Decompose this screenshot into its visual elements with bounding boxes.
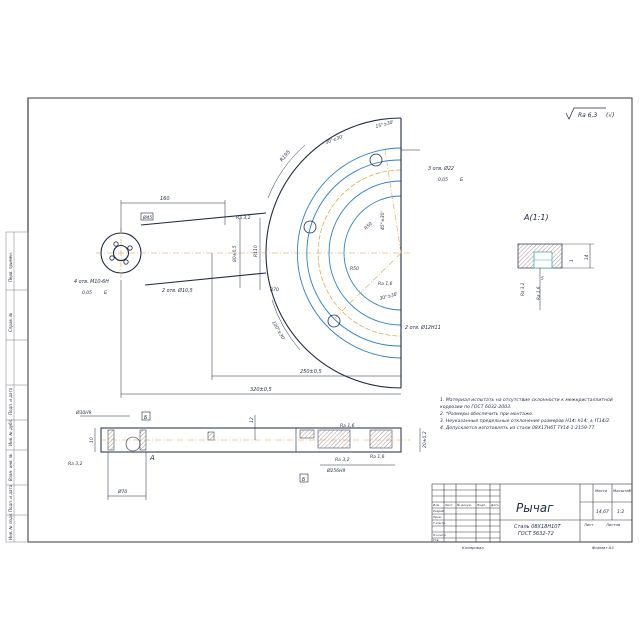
dim-ang30b: 30°±30' [379,291,399,302]
dim-20: 20±0,2 [422,431,428,448]
material-line-2: ГОСТ 5632-72 [518,531,554,537]
main-view [96,117,420,398]
sheet-label: Лист [583,522,594,527]
row-label: № докум. [456,503,472,507]
format-label: Формат А3 [592,545,614,550]
dim-ra16-c: Ra 1,6 [370,454,385,460]
sheets-label: Листов [605,522,621,527]
dim-320: 320±0,5 [250,387,272,393]
material-line-1: Сталь 08Х18Н10Т [514,524,561,530]
row-label: Изм. [433,503,440,507]
title-block-texts: Рычаг Сталь 08Х18Н10Т ГОСТ 5632-72 Масса… [433,488,632,550]
hole-bottom [327,314,341,328]
holes-4-datum: Б [104,290,107,296]
hole-top [369,153,383,167]
holes-3-tol: 0,05 [438,177,448,183]
dim-r58: R50 [363,221,374,232]
bottom-section [80,411,421,500]
dim-section-a: А [149,454,155,462]
dim-lines [120,144,420,398]
dim-ra32-b: Ra 3,2 [68,461,83,467]
dim-ang15: 15°±30' [375,119,395,130]
dim-r70: R70 [270,287,279,293]
dim-250: 250±0,5 [300,369,322,375]
view-a-label: А(1:1) [523,213,549,222]
dim-datum-b2: Б [302,477,306,483]
mass-label: Масса [595,488,608,493]
row-label: Лист [444,503,453,507]
general-roughness: Ra 6,3 (√) [565,107,615,120]
dim-ra32-c: Ra 3,2 [335,457,350,463]
row-label: Утв. [433,538,439,542]
holes-4: 4 отв. М10-6Н [74,279,109,285]
note-4: 4. Допускается изготовлять из стали 08Х1… [440,426,596,431]
view-a-ra32: Ra 3,2 [520,282,525,296]
dim-10: 10 [89,437,95,443]
part-name: Рычаг [516,501,554,515]
note-1: 1. Материал испытать на отсутствие склон… [440,398,613,410]
dim-r195: R195 [279,149,292,163]
datum-b-box [141,411,151,421]
view-a-5: 5 [541,276,544,281]
row-label: Н.контр. [433,533,446,537]
datum-box [140,212,154,221]
side-label: Перв. примен. [8,252,13,282]
notes: 1. Материал испытать на отсутствие склон… [440,397,625,432]
note-3: 3. Неуказанные предельные отклонения раз… [440,419,611,424]
sheet-frame [27,97,633,543]
side-stamp-labels: Перв. примен. Справ. № Подп. и дата Инв.… [8,252,13,540]
dim-110: R110 [253,245,259,257]
dim-12: 12 [249,417,255,423]
holes-4-tol: 0,05 [82,290,92,296]
row-label: Т.контр. [433,521,446,525]
title-block-grid [431,483,633,543]
side-label: Подп. и дата [8,484,13,512]
scale-value: 1:2 [617,509,624,515]
side-label: Инв. № дубл. [8,419,13,446]
dim-r50: R50 [350,266,359,272]
dim-ang45: 45°±30' [380,211,386,230]
row-label: Пров. [433,515,442,519]
holes-3: 3 отв. Ø22 [428,165,454,172]
dim-d45: Ø45 [142,214,152,221]
dim-ra16: Ra 1,6 [378,281,393,287]
copied-label: Копировал [462,545,484,550]
row-label: Разраб. [433,509,445,513]
view-a-14: 14 [584,254,589,260]
holes-3-datum: Б [460,177,463,183]
side-label: Подп. и дата [8,387,13,415]
roughness-paren: (√) [606,112,615,119]
note-2: 2. *Размеры обеспечить при монтаже. [440,412,534,417]
dim-phi30: Ø30Н9 [75,409,92,416]
center-lines [96,149,410,319]
row-label: Дата [490,503,499,507]
side-label: Инв. № подл. [8,512,13,540]
detail-circle [125,436,141,452]
view-a-ra16: Ra 1,6 [536,286,541,300]
dim-160: 160 [160,196,170,202]
dim-ra32-arm: Ra 3,2 [236,215,251,221]
dim-120: 120°±30' [270,320,286,342]
blue-arcs [296,147,402,359]
mass-value: 14,67 [596,509,609,515]
detail-view-a [517,243,594,310]
dim-phi256: Ø256Н9 [326,467,346,474]
holes-2b: 2 отв. Ø10,5 [162,287,193,294]
row-label: Подп. [477,503,486,507]
roughness-value: Ra 6,3 [578,112,597,119]
side-label: Справ. № [8,313,13,332]
hole-mid [303,220,317,234]
dim-ra16-b: Ra 1,6 [340,423,355,429]
datum-b-box-2 [299,473,309,483]
side-label: Взам. инв. № [8,454,13,481]
scale-label: Масштаб [613,488,632,493]
holes-2: 2 отв. Ø12Н11 [405,324,441,331]
holes [109,153,383,328]
dim-80: 80±0,5 [232,245,238,262]
dim-datum-b: Б [144,415,148,421]
side-stamp [5,231,29,543]
view-a-1: 1 [569,259,574,262]
dim-phi70: Ø70 [117,488,127,495]
